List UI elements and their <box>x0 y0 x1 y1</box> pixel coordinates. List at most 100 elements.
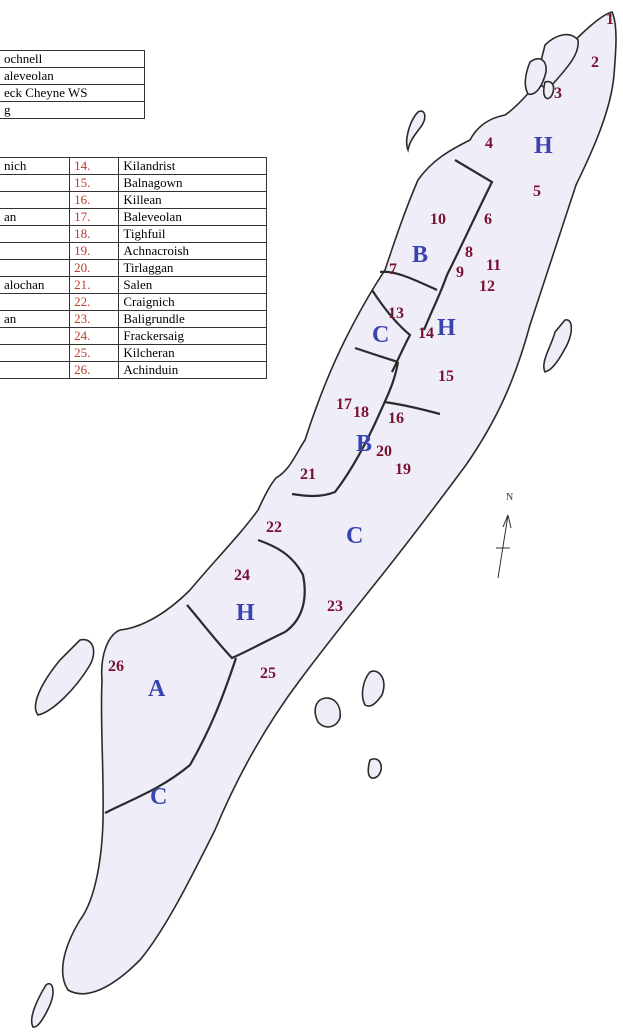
place-number: 14 <box>418 325 434 342</box>
table-row: 18.Tighfuil <box>0 225 267 243</box>
table-row: 16.Killean <box>0 191 267 209</box>
place-name-left-cell <box>0 293 71 311</box>
zone-boundary <box>186 538 306 660</box>
place-index-cell: 21. <box>69 276 120 294</box>
place-name-cell: Balnagown <box>118 174 267 192</box>
owner-cell: eck Cheyne WS <box>0 84 145 102</box>
place-number: 22 <box>266 519 282 536</box>
place-number: 25 <box>260 665 276 682</box>
place-index-cell: 24. <box>69 327 120 345</box>
zone-letter: H <box>534 133 553 159</box>
place-name-cell: Frackersaig <box>118 327 267 345</box>
zone-boundary <box>383 400 441 416</box>
place-name-cell: Salen <box>118 276 267 294</box>
place-name-left-cell <box>0 242 71 260</box>
zone-letter: C <box>150 784 167 810</box>
north-label: N <box>506 492 513 503</box>
table-row: 19.Achnacroish <box>0 242 267 260</box>
place-name-left-cell: alochan <box>0 276 71 294</box>
place-name-cell: Killean <box>118 191 267 209</box>
place-name-cell: Kilandrist <box>118 157 267 175</box>
place-number: 20 <box>376 443 392 460</box>
owner-cell: aleveolan <box>0 67 145 85</box>
place-index-cell: 15. <box>69 174 120 192</box>
place-name-cell: Craignich <box>118 293 267 311</box>
north-arrow: N <box>496 492 513 579</box>
zone-boundary <box>354 346 399 364</box>
place-number: 9 <box>456 264 464 281</box>
place-number-labels: 1 2 3 4 5 6 7 8 9 10 11 12 13 14 15 16 1… <box>108 11 614 682</box>
place-name-left-cell <box>0 344 71 362</box>
zone-letter: C <box>346 523 363 549</box>
islet <box>314 697 341 728</box>
owner-cell: ochnell <box>0 50 145 68</box>
place-number: 23 <box>327 598 343 615</box>
place-number: 10 <box>430 211 446 228</box>
place-number: 18 <box>353 404 369 421</box>
place-number: 2 <box>591 54 599 71</box>
islet <box>405 110 426 153</box>
zone-boundary <box>291 361 400 498</box>
place-index-cell: 22. <box>69 293 120 311</box>
place-name-left-cell <box>0 259 71 277</box>
islet <box>34 638 95 716</box>
place-number: 12 <box>479 278 495 295</box>
table-row: 24.Frackersaig <box>0 327 267 345</box>
table-row: 25.Kilcheran <box>0 344 267 362</box>
place-name-cell: Tighfuil <box>118 225 267 243</box>
table-row: 15.Balnagown <box>0 174 267 192</box>
place-name-left-cell <box>0 327 71 345</box>
place-number: 19 <box>395 461 411 478</box>
place-index-cell: 14. <box>69 157 120 175</box>
place-index-cell: 19. <box>69 242 120 260</box>
place-number: 5 <box>533 183 541 200</box>
islet <box>543 319 573 373</box>
table-row: eck Cheyne WS <box>0 84 145 102</box>
place-name-left-cell: an <box>0 208 71 226</box>
place-number: 4 <box>485 135 493 152</box>
place-number: 7 <box>389 261 397 278</box>
place-index-cell: 20. <box>69 259 120 277</box>
zone-letter: C <box>372 322 389 348</box>
zone-boundary <box>379 270 438 292</box>
islet <box>543 80 555 100</box>
place-number: 8 <box>465 244 473 261</box>
place-number: 6 <box>484 211 492 228</box>
place-number: 17 <box>336 396 352 413</box>
owner-table: ochnell aleveolan eck Cheyne WS g <box>0 50 145 119</box>
place-name-cell: Achinduin <box>118 361 267 379</box>
zone-letter: B <box>412 242 428 268</box>
place-name-left-cell <box>0 174 71 192</box>
place-index-cell: 16. <box>69 191 120 209</box>
place-name-cell: Baleveolan <box>118 208 267 226</box>
place-number: 24 <box>234 567 250 584</box>
islet <box>361 670 385 707</box>
place-name-cell: Tirlaggan <box>118 259 267 277</box>
zone-letter: B <box>356 431 372 457</box>
zone-letter: H <box>236 600 255 626</box>
place-name-cell: Achnacroish <box>118 242 267 260</box>
place-number: 11 <box>486 257 501 274</box>
zone-letters: H B H C B C H A C <box>148 133 553 810</box>
place-number: 26 <box>108 658 124 675</box>
zone-letter: H <box>437 315 456 341</box>
islet <box>367 758 382 779</box>
place-number: 13 <box>388 305 404 322</box>
place-name-cell: Baligrundle <box>118 310 267 328</box>
place-number: 3 <box>554 85 562 102</box>
place-index-cell: 26. <box>69 361 120 379</box>
table-row: 20.Tirlaggan <box>0 259 267 277</box>
place-number: 1 <box>606 11 614 28</box>
place-name-left-cell <box>0 361 71 379</box>
place-name-cell: Kilcheran <box>118 344 267 362</box>
table-row: aleveolan <box>0 67 145 85</box>
place-index-cell: 17. <box>69 208 120 226</box>
place-name-left-cell: an <box>0 310 71 328</box>
island-outline <box>61 11 617 995</box>
